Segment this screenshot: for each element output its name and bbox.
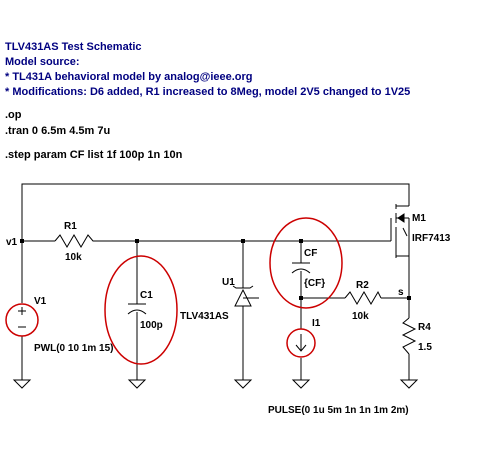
r1-value: 10k: [65, 252, 82, 263]
modifications-line: * Modifications: D6 added, R1 increased …: [5, 86, 411, 98]
cf-name: CF: [304, 248, 317, 259]
s-net-label: s: [398, 287, 404, 298]
r4-value: 1.5: [418, 342, 432, 353]
wires: [21, 183, 410, 380]
model-source-line: * TL431A behavioral model by analog@ieee…: [5, 71, 253, 83]
c1-name: C1: [140, 290, 153, 301]
ground-symbols: [12, 379, 419, 389]
m1-mosfet-symbol[interactable]: [390, 204, 410, 258]
r4-resistor-symbol[interactable]: [401, 317, 417, 355]
u1-value: TLV431AS: [180, 311, 229, 322]
r2-value: 10k: [352, 311, 369, 322]
u1-regulator-symbol[interactable]: [232, 285, 254, 307]
r1-name: R1: [64, 221, 77, 232]
junction-dots: [20, 239, 411, 300]
u1-name: U1: [222, 277, 235, 288]
m1-value: IRF7413: [412, 233, 451, 244]
v1-value: PWL(0 10 1m 15): [34, 343, 113, 354]
v1-source-symbol[interactable]: [5, 303, 39, 337]
schematic-title: TLV431AS Test Schematic: [5, 41, 142, 53]
c1-highlight-ellipse: [104, 255, 178, 365]
r4-name: R4: [418, 322, 431, 333]
c1-capacitor-symbol[interactable]: [127, 303, 147, 315]
cf-highlight-ellipse: [269, 217, 343, 309]
v1-name: V1: [34, 296, 47, 307]
r1-resistor-symbol[interactable]: [54, 234, 97, 248]
i1-name: I1: [312, 318, 321, 329]
i1-value: PULSE(0 1u 5m 1n 1n 1m 2m): [268, 405, 409, 416]
cf-value: {CF}: [304, 278, 325, 289]
r2-resistor-symbol[interactable]: [344, 290, 382, 305]
c1-value: 100p: [140, 320, 163, 331]
v1-net-label: v1: [6, 237, 18, 248]
step-directive[interactable]: .step param CF list 1f 100p 1n 10n: [5, 149, 183, 161]
m1-name: M1: [412, 213, 426, 224]
tran-directive[interactable]: .tran 0 6.5m 4.5m 7u: [5, 125, 111, 137]
op-directive[interactable]: .op: [5, 109, 22, 121]
i1-current-source-symbol[interactable]: [286, 328, 316, 358]
r2-name: R2: [356, 280, 369, 291]
model-source-label: Model source:: [5, 56, 80, 68]
cf-capacitor-symbol[interactable]: [291, 262, 311, 274]
